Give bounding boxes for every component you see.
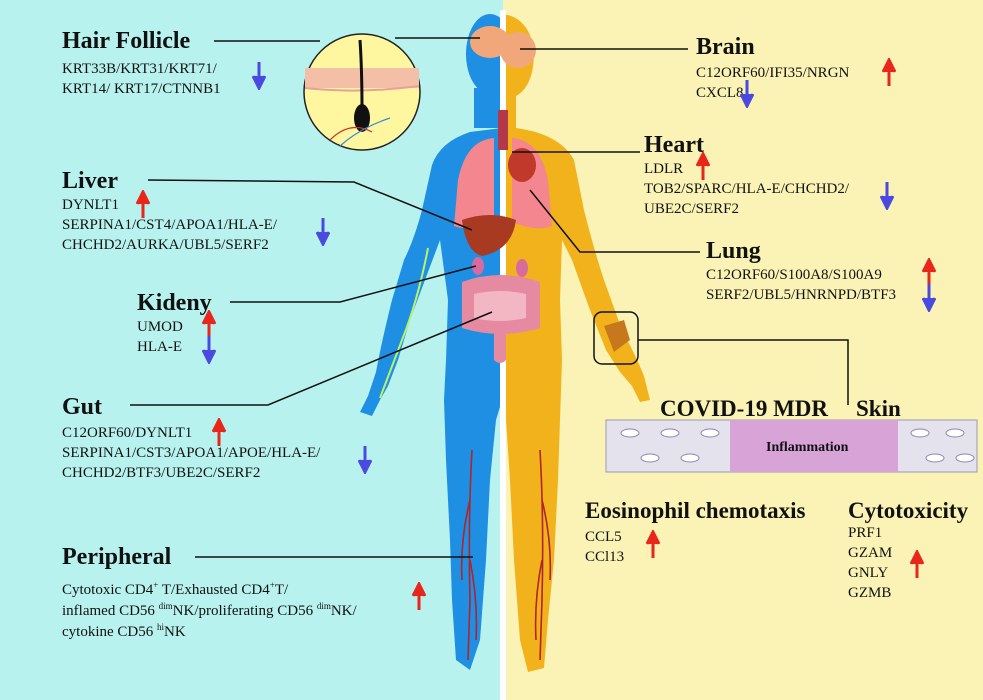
up-arrow-icon xyxy=(646,530,660,558)
hair-follicle-illustration xyxy=(304,34,420,150)
liver-up-genes: DYNLT1 xyxy=(62,196,119,215)
cytotoxicity-gene-2: GZAM xyxy=(848,544,892,563)
covid-mdr-label: COVID-19 MDR xyxy=(660,396,828,422)
liver-title: Liver xyxy=(62,168,118,195)
rectum xyxy=(494,330,506,363)
eosinophil-title: Eosinophil chemotaxis xyxy=(585,498,805,524)
kidney-down-genes: HLA-E xyxy=(137,338,182,357)
heart-organ xyxy=(508,148,536,182)
brain-up-genes: C12ORF60/IFI35/NRGN xyxy=(696,64,849,83)
hair-follicle-title: Hair Follicle xyxy=(62,28,190,55)
cytotoxicity-gene-1: PRF1 xyxy=(848,524,882,543)
heart-down-genes-line1: TOB2/SPARC/HLA-E/CHCHD2/ xyxy=(644,180,849,199)
down-arrow-icon xyxy=(252,62,266,90)
up-arrow-icon xyxy=(212,418,226,446)
skin-label: Skin xyxy=(856,396,901,422)
inflammation-label: Inflammation xyxy=(766,440,848,456)
lung-down-genes: SERF2/UBL5/HNRNPD/BTF3 xyxy=(706,286,896,305)
hair-follicle-genes-line1: KRT33B/KRT31/KRT71/ xyxy=(62,60,217,79)
body-right-half-orange xyxy=(503,14,650,672)
heart-up-genes: LDLR xyxy=(644,160,683,179)
down-arrow-icon xyxy=(316,218,330,246)
eosinophil-gene-2: CCl13 xyxy=(585,548,624,567)
kidney-up-genes: UMOD xyxy=(137,318,183,337)
up-arrow-icon xyxy=(882,58,896,86)
trachea xyxy=(498,110,508,150)
kidney-right xyxy=(516,259,528,277)
up-arrow-icon xyxy=(910,550,924,578)
kidney-title: Kideny xyxy=(137,290,212,317)
hair-follicle-genes-line2: KRT14/ KRT17/CTNNB1 xyxy=(62,80,221,99)
gut-up-genes: C12ORF60/DYNLT1 xyxy=(62,424,192,443)
brain-title: Brain xyxy=(696,34,755,61)
eosinophil-gene-1: CCL5 xyxy=(585,528,622,547)
lung-title: Lung xyxy=(706,238,761,265)
down-arrow-icon xyxy=(358,446,372,474)
up-arrow-icon xyxy=(136,190,150,218)
peripheral-title: Peripheral xyxy=(62,544,171,571)
up-arrow-icon xyxy=(696,152,710,180)
brain-down-genes: CXCL8 xyxy=(696,84,744,103)
cytotoxicity-gene-4: GZMB xyxy=(848,584,891,603)
lung-up-genes: C12ORF60/S100A8/S100A9 xyxy=(706,266,882,285)
cytotoxicity-gene-3: GNLY xyxy=(848,564,888,583)
down-arrow-icon xyxy=(880,182,894,210)
heart-down-genes-line2: UBE2C/SERF2 xyxy=(644,200,739,219)
brain-right xyxy=(500,32,536,68)
up-arrow-icon xyxy=(922,258,936,286)
up-arrow-icon xyxy=(202,310,216,338)
gut-down-genes-line2: CHCHD2/BTF3/UBE2C/SERF2 xyxy=(62,464,260,483)
down-arrow-icon xyxy=(202,336,216,364)
cytotoxicity-title: Cytotoxicity xyxy=(848,498,968,524)
peripheral-line3: cytokine CD56 hiNK xyxy=(62,618,186,642)
liver-down-genes-line2: CHCHD2/AURKA/UBL5/SERF2 xyxy=(62,236,269,255)
down-arrow-icon xyxy=(740,80,754,108)
heart-title: Heart xyxy=(644,132,704,159)
down-arrow-icon xyxy=(922,284,936,312)
gut-down-genes-line1: SERPINA1/CST3/APOA1/APOE/HLA-E/ xyxy=(62,444,320,463)
liver-down-genes-line1: SERPINA1/CST4/APOA1/HLA-E/ xyxy=(62,216,277,235)
gut-title: Gut xyxy=(62,394,102,421)
up-arrow-icon xyxy=(412,582,426,610)
